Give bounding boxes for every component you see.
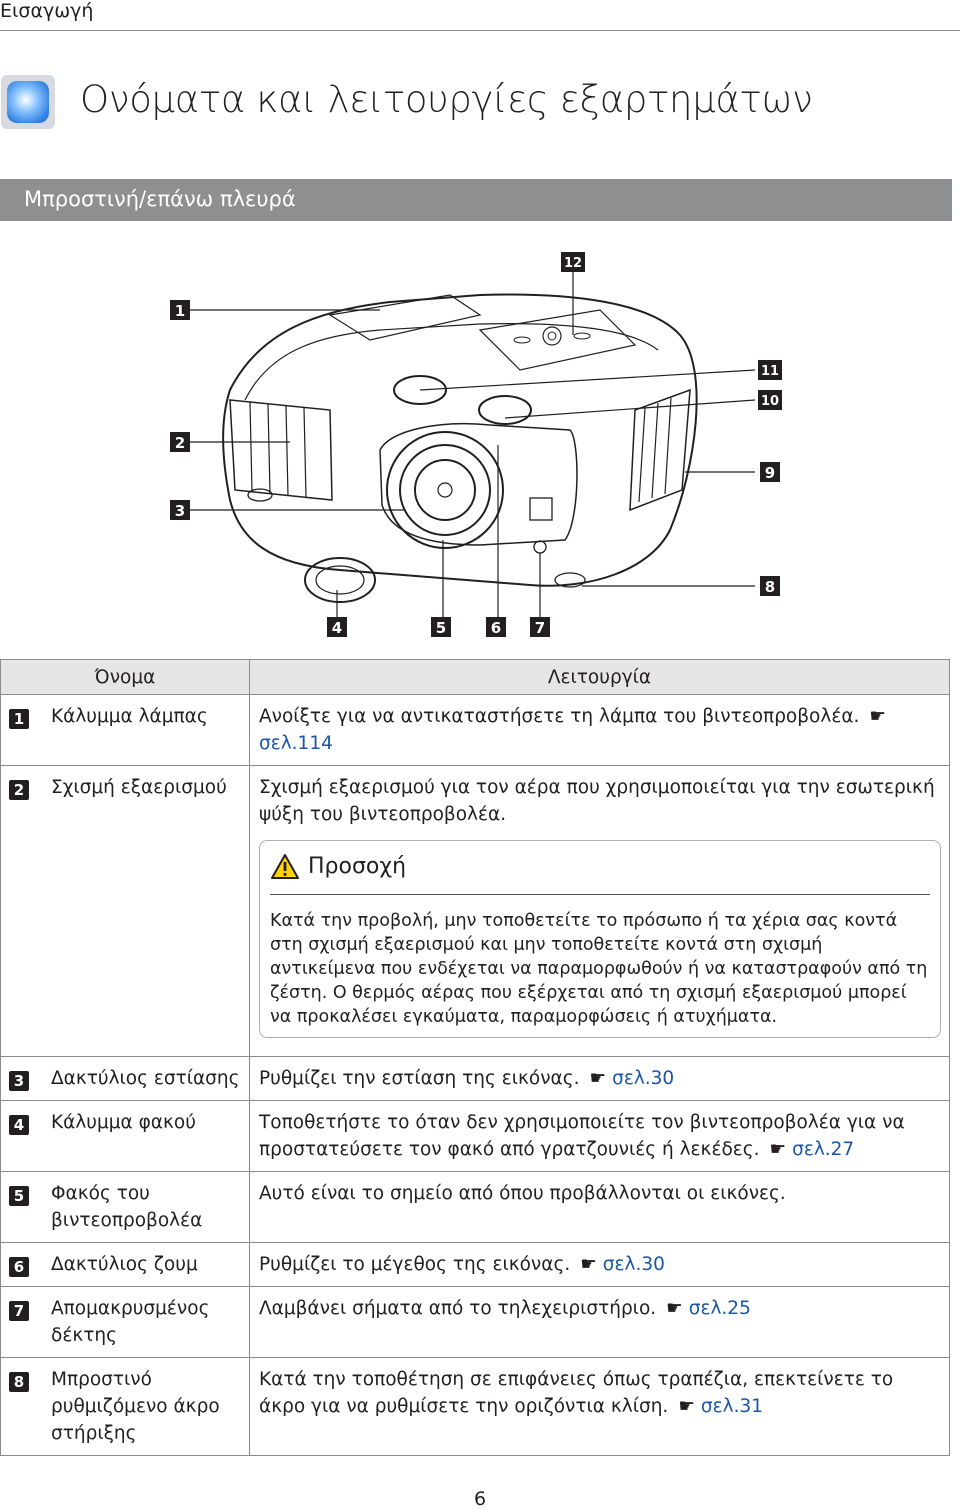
page-number: 6 (473, 1488, 487, 1510)
part-function: Κατά την τοποθέτηση σε επιφάνειες όπως τ… (259, 1369, 894, 1417)
number-badge: 8 (9, 1372, 29, 1392)
pointing-hand-icon: ☛ (769, 1139, 787, 1160)
page-ref-link[interactable]: σελ.31 (700, 1396, 764, 1417)
callout-10 (758, 390, 782, 410)
callout-12 (561, 252, 585, 272)
part-function: Ανοίξτε για να αντικαταστήσετε τη λάμπα … (259, 706, 860, 727)
callout-5 (431, 617, 451, 637)
part-name: Φακός του βιντεοπροβολέα (51, 1183, 203, 1231)
callout-label-11: 11 (761, 364, 779, 379)
callout-4 (327, 617, 347, 637)
table-row: 5 Φακός του βιντεοπροβολέα Αυτό είναι το … (0, 1171, 950, 1243)
part-name: Μπροστινό ρυθμιζόμενο άκρο στήριξης (51, 1369, 220, 1444)
callout-label-2: 2 (175, 434, 185, 452)
section-title: Μπροστινή/επάνω πλευρά (24, 187, 296, 211)
page-ref-link[interactable]: σελ.114 (259, 733, 333, 754)
page-ref-link[interactable]: σελ.25 (688, 1298, 751, 1319)
header-divider (0, 30, 960, 31)
number-badge: 2 (9, 780, 29, 800)
warning-triangle-icon (271, 854, 299, 879)
part-function: Λαμβάνει σήματα από το τηλεχειριστήριο. (259, 1298, 657, 1319)
breadcrumb[interactable]: Εισαγωγή (0, 0, 94, 22)
pointing-hand-icon: ☛ (869, 706, 886, 727)
caution-title: Προσοχή (308, 854, 407, 879)
callout-label-1: 1 (175, 302, 185, 320)
page-ref-link[interactable]: σελ.30 (602, 1254, 665, 1275)
parts-table: Όνομα Λειτουργία 1 Κάλυμμα λάμπας Ανοίξτε… (0, 659, 950, 1456)
callout-label-10: 10 (761, 394, 779, 409)
number-badge: 6 (9, 1257, 29, 1277)
number-badge: 7 (9, 1301, 29, 1321)
blue-square-icon (1, 75, 55, 129)
number-badge: 1 (9, 709, 29, 729)
table-row: 8 Μπροστινό ρυθμιζόμενο άκρο στήριξης Κατ… (0, 1357, 950, 1456)
part-function: Ρυθμίζει την εστίαση της εικόνας. (259, 1068, 580, 1089)
projector-diagram: 1 2 3 4 5 6 7 8 9 10 11 12 (170, 252, 782, 637)
number-badge: 3 (9, 1071, 29, 1091)
header-name: Όνομα (0, 659, 250, 695)
part-function: Ρυθμίζει το μέγεθος της εικόνας. (259, 1254, 571, 1275)
table-header-row: Όνομα Λειτουργία (0, 659, 950, 695)
part-name: Δακτύλιος εστίασης (51, 1068, 240, 1089)
part-function: Σχισμή εξαερισμού για τον αέρα που χρησι… (259, 777, 935, 825)
part-function: Αυτό είναι το σημείο από όπου προβάλλοντ… (259, 1183, 786, 1204)
number-badge: 5 (9, 1186, 29, 1206)
number-badge: 4 (9, 1115, 29, 1135)
part-name: Κάλυμμα λάμπας (51, 706, 208, 727)
header-function: Λειτουργία (249, 659, 950, 695)
part-function: Τοποθετήστε το όταν δεν χρησιμοποιείτε τ… (259, 1112, 905, 1160)
callout-9 (760, 462, 780, 482)
callout-label-12: 12 (564, 256, 582, 271)
part-name: Δακτύλιος ζουμ (51, 1254, 198, 1275)
callout-label-4: 4 (332, 619, 342, 637)
caution-box: Προσοχή Κατά την προβολή, μην τοποθετείτ… (259, 840, 941, 1038)
part-name: Κάλυμμα φακού (51, 1112, 196, 1133)
callout-6 (486, 617, 506, 637)
callout-8 (760, 576, 780, 596)
page-ref-link[interactable]: σελ.27 (792, 1139, 855, 1160)
section-header: Μπροστινή/επάνω πλευρά (0, 179, 952, 221)
callout-7 (530, 617, 550, 637)
page-title: Ονόματα και λειτουργίες εξαρτημάτων (80, 78, 813, 121)
pointing-hand-icon: ☛ (589, 1068, 607, 1089)
callout-11 (758, 360, 782, 380)
pointing-hand-icon: ☛ (580, 1254, 597, 1275)
pointing-hand-icon: ☛ (678, 1396, 695, 1417)
page-ref-link[interactable]: σελ.30 (612, 1068, 675, 1089)
callout-label-8: 8 (765, 578, 775, 596)
table-row: 2 Σχισμή εξαερισμού Σχισμή εξαερισμού για… (0, 765, 950, 1057)
callout-label-9: 9 (765, 464, 775, 482)
callout-label-7: 7 (535, 619, 545, 637)
table-row: 3 Δακτύλιος εστίασης Ρυθμίζει την εστίαση… (0, 1056, 950, 1101)
callout-1 (170, 300, 190, 320)
callout-label-5: 5 (436, 619, 446, 637)
diagram-callouts: 1 2 3 4 5 6 7 8 9 10 11 12 (170, 252, 782, 637)
part-name: Απομακρυσμένος δέκτης (51, 1298, 210, 1346)
table-row: 6 Δακτύλιος ζουμ Ρυθμίζει το μέγεθος της … (0, 1242, 950, 1287)
table-row: 7 Απομακρυσμένος δέκτης Λαμβάνει σήματα α… (0, 1286, 950, 1358)
callout-label-3: 3 (175, 502, 185, 520)
callout-2 (170, 432, 190, 452)
table-row: 1 Κάλυμμα λάμπας Ανοίξτε για να αντικατασ… (0, 694, 950, 766)
table-row: 4 Κάλυμμα φακού Τοποθετήστε το όταν δεν χ… (0, 1100, 950, 1172)
pointing-hand-icon: ☛ (666, 1298, 683, 1319)
callout-3 (170, 500, 190, 520)
callout-label-6: 6 (491, 619, 501, 637)
part-name: Σχισμή εξαερισμού (51, 777, 227, 798)
caution-text: Κατά την προβολή, μην τοποθετείτε το πρό… (270, 911, 928, 1027)
